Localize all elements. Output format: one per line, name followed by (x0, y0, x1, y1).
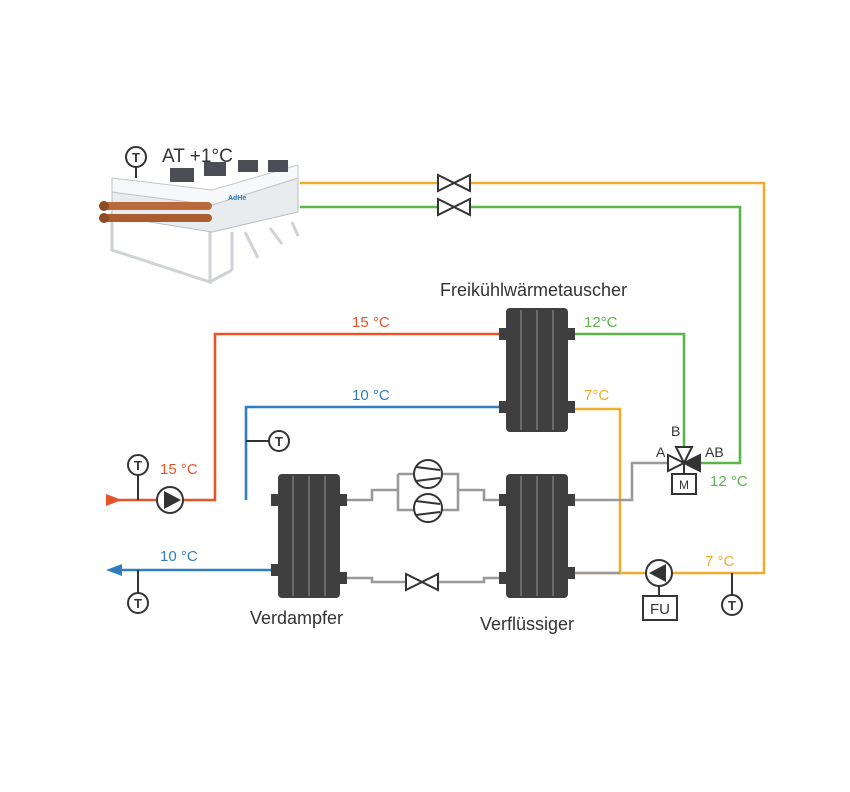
valve-port-ab: AB (705, 444, 724, 460)
green-line (300, 205, 742, 465)
temp-sensor-icon (127, 454, 149, 500)
temp-red-top: 15 °C (352, 314, 390, 331)
temp-blue-left: 10 °C (160, 548, 198, 565)
compressor-icon (413, 459, 443, 489)
sensor-t-label: T (728, 598, 736, 613)
temp-sensor-icon (246, 430, 290, 452)
expansion-valve (405, 572, 439, 592)
temp-orange-right: 7 °C (705, 553, 735, 570)
three-way-valve (667, 446, 701, 495)
sensor-t-label: T (134, 458, 142, 473)
pump-icon-left (156, 486, 184, 514)
shutoff-valve-green (437, 197, 471, 217)
temp-orange-top: 7°C (584, 387, 609, 404)
dry-cooler-brand: AdHe (228, 195, 246, 202)
sensor-t-label: T (275, 434, 283, 449)
ambient-temperature-label: AT +1°C (162, 146, 233, 167)
outflow-arrow-icon (106, 564, 122, 576)
freecool-hx-label: Freikühlwärmetauscher (440, 280, 627, 300)
temp-green-right: 12 °C (710, 473, 748, 490)
evaporator-heat-exchanger (271, 474, 347, 598)
temp-blue-top: 10 °C (352, 387, 390, 404)
fu-label: FU (650, 601, 670, 618)
blue-line (122, 405, 501, 572)
valve-port-a: A (656, 444, 666, 460)
sensor-t-label: T (132, 150, 140, 165)
temp-green-top: 12°C (584, 314, 618, 331)
temp-red-left: 15 °C (160, 461, 198, 478)
dry-cooler-image: AdHe (99, 160, 300, 285)
valve-port-b: B (671, 423, 680, 439)
temp-sensor-icon (125, 146, 147, 178)
sensor-t-label: T (134, 596, 142, 611)
temp-sensor-icon (127, 570, 149, 614)
evaporator-label: Verdampfer (250, 608, 343, 628)
shutoff-valve-orange (437, 173, 471, 193)
condenser-label: Verflüssiger (480, 614, 574, 634)
pump-icon-right (642, 559, 678, 621)
temp-sensor-icon (721, 573, 743, 616)
condenser-heat-exchanger (499, 474, 575, 598)
valve-motor-label: M (679, 478, 689, 492)
freecool-heat-exchanger (499, 308, 575, 432)
inflow-arrow-icon (106, 494, 122, 506)
compressor-icon (413, 493, 443, 523)
